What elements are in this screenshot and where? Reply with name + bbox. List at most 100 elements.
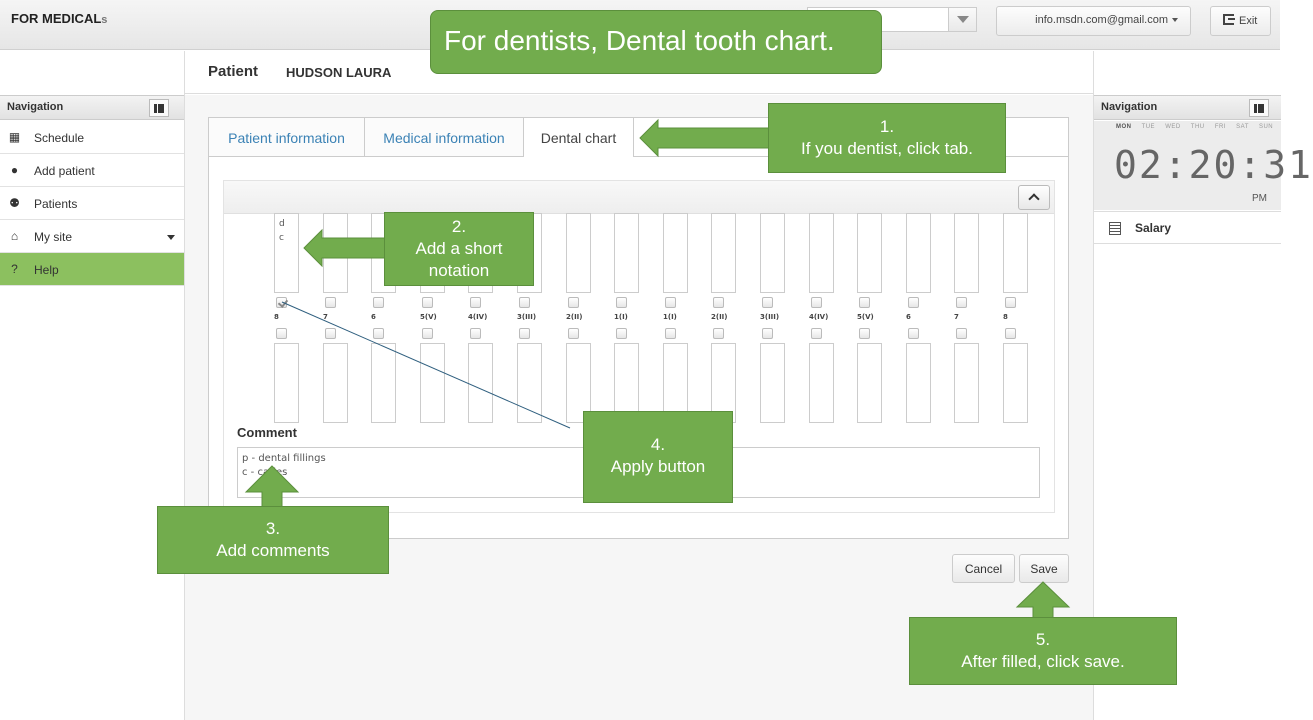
tab-dental-chart[interactable]: Dental chart <box>524 118 634 157</box>
upper-tooth-checkbox[interactable] <box>276 297 287 308</box>
lower-tooth-checkbox[interactable] <box>616 328 627 339</box>
clock-day: TUE <box>1141 124 1156 130</box>
tooth-number: 1(I) <box>614 313 628 321</box>
lower-tooth-note[interactable] <box>760 343 785 423</box>
upper-tooth-checkbox[interactable] <box>908 297 919 308</box>
upper-tooth-checkbox[interactable] <box>325 297 336 308</box>
lower-tooth-checkbox[interactable] <box>470 328 481 339</box>
step2-text: Add a short <box>415 239 503 258</box>
lower-tooth-checkbox[interactable] <box>956 328 967 339</box>
lower-tooth-checkbox[interactable] <box>325 328 336 339</box>
upper-tooth-note[interactable] <box>663 213 688 293</box>
lower-tooth-note[interactable] <box>420 343 445 423</box>
upper-tooth-note[interactable] <box>809 213 834 293</box>
upper-tooth-note[interactable] <box>614 213 639 293</box>
upper-tooth-note[interactable] <box>857 213 882 293</box>
collapse-button[interactable] <box>1018 185 1050 210</box>
lower-tooth-note[interactable] <box>809 343 834 423</box>
dropdown-arrow-icon[interactable] <box>948 8 976 31</box>
lower-tooth-note[interactable] <box>857 343 882 423</box>
lower-tooth-note[interactable] <box>614 343 639 423</box>
lower-tooth-note[interactable] <box>517 343 542 423</box>
lower-tooth-checkbox[interactable] <box>811 328 822 339</box>
lower-tooth-note[interactable] <box>663 343 688 423</box>
upper-tooth-checkbox[interactable] <box>373 297 384 308</box>
lower-tooth-checkbox[interactable] <box>422 328 433 339</box>
sidebar-toggle-icon[interactable] <box>1249 99 1269 117</box>
lower-tooth-checkbox[interactable] <box>762 328 773 339</box>
tab-patient-information[interactable]: Patient information <box>209 118 365 157</box>
lower-tooth-checkbox[interactable] <box>568 328 579 339</box>
cancel-button[interactable]: Cancel <box>952 554 1015 583</box>
sidebar-item-label: Schedule <box>34 131 85 145</box>
upper-tooth-note[interactable] <box>1003 213 1028 293</box>
step5-callout: 5. After filled, click save. <box>909 617 1177 685</box>
lower-tooth-note[interactable] <box>954 343 979 423</box>
lower-tooth-checkbox[interactable] <box>665 328 676 339</box>
upper-tooth-note[interactable] <box>760 213 785 293</box>
upper-tooth-checkbox[interactable] <box>616 297 627 308</box>
sidebar-toggle-icon[interactable] <box>149 99 169 117</box>
lower-tooth-checkbox[interactable] <box>859 328 870 339</box>
upper-tooth-checkbox[interactable] <box>470 297 481 308</box>
sidebar-item-my-site[interactable]: ⌂ My site <box>0 220 184 253</box>
upper-tooth-checkbox[interactable] <box>1005 297 1016 308</box>
upper-tooth-checkbox[interactable] <box>956 297 967 308</box>
lower-tooth-note[interactable] <box>711 343 736 423</box>
step5-text: After filled, click save. <box>961 652 1125 671</box>
upper-tooth-checkbox[interactable] <box>859 297 870 308</box>
tooth-number: 8 <box>274 313 279 321</box>
clock-ampm: PM <box>1252 193 1267 204</box>
upper-tooth-note[interactable] <box>954 213 979 293</box>
clock-weekdays: MON TUE WED THU FRI SAT SUN <box>1116 124 1273 130</box>
tooth-number: 4(IV) <box>468 313 488 321</box>
step1-callout: 1. If you dentist, click tab. <box>768 103 1006 173</box>
upper-tooth-note[interactable] <box>323 213 348 293</box>
upper-tooth-checkbox[interactable] <box>568 297 579 308</box>
tooth-number: 2(II) <box>566 313 583 321</box>
right-nav-title: Navigation <box>1101 101 1158 113</box>
upper-tooth-note[interactable]: d c <box>274 213 299 293</box>
lower-tooth-checkbox[interactable] <box>519 328 530 339</box>
user-menu-button[interactable]: info.msdn.com@gmail.com <box>996 6 1191 36</box>
upper-tooth-note[interactable] <box>566 213 591 293</box>
lower-tooth-note[interactable] <box>371 343 396 423</box>
exit-button[interactable]: Exit <box>1210 6 1271 36</box>
home-icon: ⌂ <box>10 229 19 243</box>
lower-tooth-note[interactable] <box>906 343 931 423</box>
sidebar-item-schedule[interactable]: ▦ Schedule <box>0 121 184 154</box>
lower-tooth-checkbox[interactable] <box>713 328 724 339</box>
lower-tooth-checkbox[interactable] <box>373 328 384 339</box>
tab-medical-information[interactable]: Medical information <box>365 118 524 157</box>
lower-tooth-checkbox[interactable] <box>1005 328 1016 339</box>
upper-tooth-checkbox[interactable] <box>713 297 724 308</box>
clock-day: THU <box>1190 124 1205 130</box>
step3-text: Add comments <box>216 541 330 560</box>
upper-tooth-checkbox[interactable] <box>811 297 822 308</box>
upper-tooth-note[interactable] <box>906 213 931 293</box>
upper-tooth-checkbox[interactable] <box>422 297 433 308</box>
lower-tooth-note[interactable] <box>323 343 348 423</box>
step4-number: 4. <box>650 435 666 454</box>
upper-tooth-checkbox[interactable] <box>665 297 676 308</box>
sidebar-item-help[interactable]: ? Help <box>0 253 184 286</box>
upper-tooth-checkbox[interactable] <box>519 297 530 308</box>
lower-tooth-note[interactable] <box>468 343 493 423</box>
lower-tooth-checkbox[interactable] <box>276 328 287 339</box>
sidebar-item-label: Patients <box>34 197 78 211</box>
save-button[interactable]: Save <box>1019 554 1069 583</box>
upper-tooth-checkbox[interactable] <box>762 297 773 308</box>
sidebar-item-add-patient[interactable]: ● Add patient <box>0 154 184 187</box>
lower-tooth-note[interactable] <box>274 343 299 423</box>
lower-tooth-checkbox[interactable] <box>908 328 919 339</box>
tooth-number: 5(V) <box>420 313 437 321</box>
upper-tooth-note[interactable] <box>711 213 736 293</box>
sidebar-item-label: My site <box>34 230 73 244</box>
sidebar-item-salary[interactable]: Salary <box>1094 211 1281 244</box>
top-bar: FOR MEDICALs info.msdn.com@gmail.com Exi… <box>0 0 1280 50</box>
title-callout: For dentists, Dental tooth chart. <box>430 10 882 74</box>
sidebar-item-patients[interactable]: ⚉ Patients <box>0 187 184 220</box>
digital-clock: MON TUE WED THU FRI SAT SUN 02:20:31 PM <box>1094 121 1311 210</box>
lower-tooth-note[interactable] <box>1003 343 1028 423</box>
clock-day: FRI <box>1214 124 1226 130</box>
